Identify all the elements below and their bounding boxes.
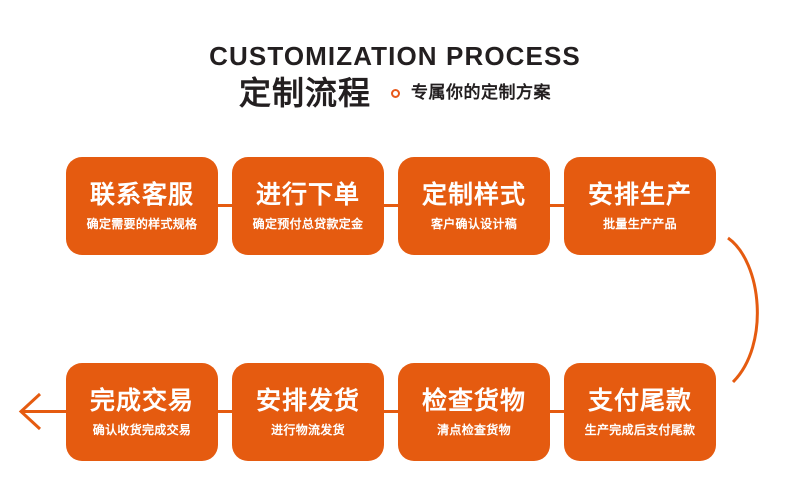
step-subtitle: 确定需要的样式规格: [86, 217, 198, 231]
process-step-box[interactable]: 安排发货 进行物流发货: [232, 363, 384, 461]
page-tagline: 专属你的定制方案: [411, 83, 551, 102]
flow-end-arrow-head: [18, 392, 42, 431]
step-title: 检查货物: [421, 387, 526, 415]
step-title: 支付尾款: [587, 387, 692, 415]
step-subtitle: 生产完成后支付尾款: [584, 423, 696, 437]
process-step-box[interactable]: 完成交易 确认收货完成交易: [66, 363, 218, 461]
step-title: 进行下单: [255, 181, 360, 209]
step-connector: [217, 410, 233, 413]
step-connector: [549, 204, 565, 207]
step-title: 联系客服: [89, 181, 194, 209]
step-connector: [549, 410, 565, 413]
step-title: 定制样式: [421, 181, 526, 209]
step-subtitle: 确定预付总贷款定金: [252, 217, 364, 231]
process-step-box[interactable]: 安排生产 批量生产产品: [564, 157, 716, 255]
step-title: 完成交易: [89, 387, 194, 415]
subtitle-row: 定制流程 专属你的定制方案: [0, 72, 790, 114]
step-connector: [383, 204, 399, 207]
process-step-box[interactable]: 检查货物 清点检查货物: [398, 363, 550, 461]
page-title-chinese: 定制流程: [238, 75, 371, 111]
step-connector: [383, 410, 399, 413]
process-step-box[interactable]: 支付尾款 生产完成后支付尾款: [564, 363, 716, 461]
flow-curve-connector: [727, 236, 759, 384]
step-subtitle: 清点检查货物: [437, 423, 511, 437]
step-subtitle: 确认收货完成交易: [92, 423, 192, 437]
page-title-english: CUSTOMIZATION PROCESS: [209, 41, 581, 71]
process-step-box[interactable]: 联系客服 确定需要的样式规格: [66, 157, 218, 255]
circle-outline-icon: [391, 88, 400, 98]
step-subtitle: 批量生产产品: [603, 217, 677, 231]
step-title: 安排生产: [587, 181, 692, 209]
step-subtitle: 客户确认设计稿: [430, 217, 518, 231]
process-step-box[interactable]: 进行下单 确定预付总贷款定金: [232, 157, 384, 255]
step-subtitle: 进行物流发货: [271, 423, 345, 437]
step-connector: [217, 204, 233, 207]
process-step-box[interactable]: 定制样式 客户确认设计稿: [398, 157, 550, 255]
step-title: 安排发货: [255, 387, 360, 415]
